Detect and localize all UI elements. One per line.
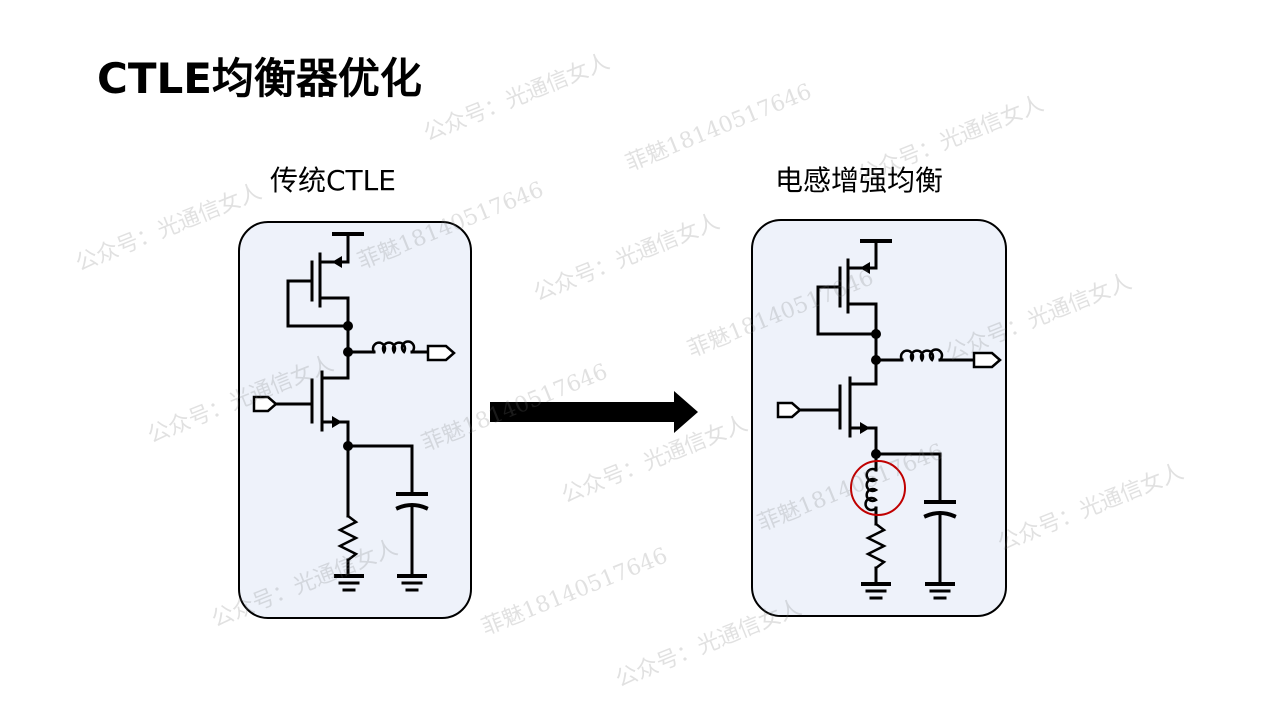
pmos-load-transistor bbox=[816, 258, 878, 336]
source-resistor bbox=[865, 522, 887, 570]
input-port bbox=[776, 401, 802, 419]
nmos-input-transistor bbox=[798, 376, 878, 456]
ground-symbol-capacitor bbox=[925, 582, 955, 600]
ground-symbol-resistor bbox=[861, 582, 891, 600]
source-capacitor bbox=[395, 492, 429, 578]
right-circuit-panel bbox=[751, 219, 1007, 617]
input-port bbox=[252, 395, 278, 413]
right-circuit-caption: 电感增强均衡 bbox=[775, 164, 944, 197]
ground-symbol-capacitor bbox=[397, 574, 427, 592]
source-capacitor bbox=[923, 500, 957, 586]
output-inductor bbox=[899, 348, 944, 363]
ground-symbol-resistor bbox=[334, 574, 364, 592]
output-port bbox=[972, 351, 1002, 369]
left-circuit-caption: 传统CTLE bbox=[270, 164, 396, 197]
series-source-inductor bbox=[864, 467, 879, 512]
transition-arrow bbox=[490, 391, 698, 433]
source-resistor bbox=[337, 514, 359, 562]
output-port bbox=[426, 344, 456, 362]
slide-title: CTLE均衡器优化 bbox=[97, 54, 422, 103]
output-inductor bbox=[371, 340, 416, 355]
inductor-highlight-circle bbox=[850, 460, 906, 516]
